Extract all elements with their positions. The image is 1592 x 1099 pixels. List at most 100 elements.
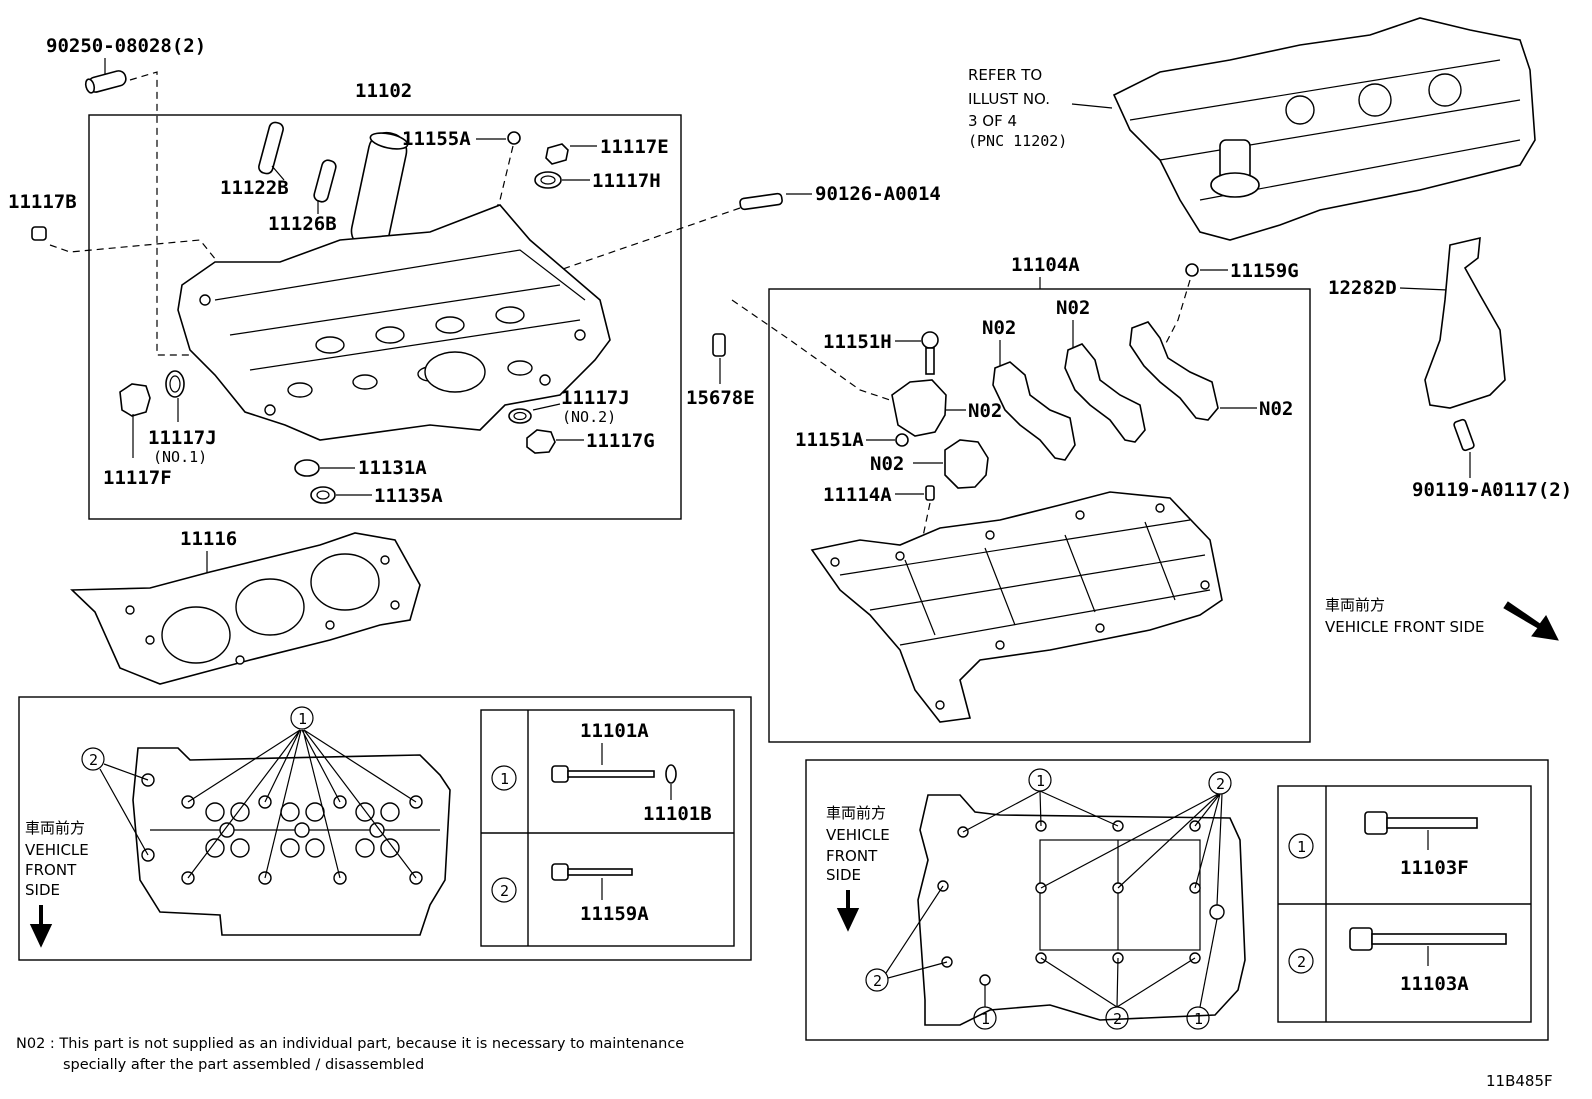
label-90119-A0117: 90119-A0117(2) [1412,479,1572,501]
label-11101A: 11101A [580,720,649,742]
label-11116: 11116 [180,528,237,550]
bracket-12282D-group: 12282D 90119-A0117(2) [1328,236,1572,501]
pin-11151A-drawing [895,433,909,447]
bolt-11159A-head [551,863,569,881]
cam-cap-b [1064,343,1146,443]
housing-bolt-pattern-box: 車両前方 VEHICLE FRONT SIDE 1 2 2 1 2 [805,759,1549,1041]
label-11102: 11102 [355,80,412,102]
cylinder-head-body [177,204,611,441]
housing-top-inner [1039,839,1201,951]
cam-cap-front-lower [944,439,989,489]
diagram-code: 11B485F [1486,1072,1553,1090]
housing-table-row1-callout [1288,833,1314,859]
label-11126B: 11126B [268,213,337,235]
head-bolt-frame [18,696,752,961]
dash-11159G [1164,279,1191,346]
gasket-11117J2-inner [513,411,527,421]
camshaft-housing-rails [839,519,1211,646]
dash-90250 [129,71,190,356]
bolt-11103F-shank [1386,817,1478,829]
camshaft-housing-group: 11104A 11159G N02 N02 N02 N02 N02 11151H… [768,254,1311,743]
head-top-valve-holes [205,802,400,858]
note-n02-line2: specially after the part assembled / dis… [63,1057,424,1073]
housing-bolt-frame [805,759,1549,1041]
direction-vehicle-left: VEHICLE [25,841,89,859]
head-gasket-group: 11116 [70,528,421,685]
dash-90126 [499,207,741,301]
callout-2-leaders [99,763,149,856]
seal-11131A-drawing [294,459,320,477]
cam-cap-a [992,361,1076,461]
callout-2-left-leaders [885,885,948,979]
label-11159A: 11159A [580,903,649,925]
direction-en-right: VEHICLE FRONT SIDE [1325,618,1485,636]
label-n02-a: N02 [982,317,1016,339]
bolt-11103A-shank [1371,933,1507,945]
label-11117J-no1: 11117J [148,427,217,449]
callout-1-top-leaders [962,790,1119,833]
housing-table-row2-text: 2 [1297,953,1306,971]
dash-11117B [49,239,221,266]
label-11117E: 11117E [600,136,669,158]
callout-2-top-leaders [1040,793,1223,906]
dash-15678E [731,299,906,406]
vehicle-front-side-right: 車両前方 VEHICLE FRONT SIDE [1325,596,1559,641]
refer-line2: ILLUST NO. [968,90,1050,108]
washer-11117H-drawing [534,171,562,189]
camshaft-housing-holes [830,503,1210,710]
leader-12282D [1399,287,1449,291]
refer-line1: REFER TO [968,66,1042,84]
label-11151A: 11151A [795,429,864,451]
plug-11117E-drawing [545,143,569,165]
plug-11117B-drawing [31,226,47,241]
camshaft-housing-frame [768,288,1311,743]
direction-front-left: FRONT [25,861,77,879]
part-15678E-group: 15678E [686,299,906,409]
leader-refer [1071,103,1113,109]
pin-11114A-drawing [925,485,935,501]
callout-2-text: 2 [89,751,98,769]
direction-jp-left: 車両前方 [25,819,85,837]
label-11101B: 11101B [643,803,712,825]
sensor-15678E-drawing [712,333,726,357]
housing-table-row2-callout [1288,948,1314,974]
cylinder-head-ribs [214,249,586,371]
cam-cover-port-c [1428,73,1462,107]
callout-2-top-text: 2 [1216,775,1225,793]
label-11159G: 11159G [1230,260,1299,282]
label-11117J-no1-sub: (NO.1) [153,448,207,466]
refer-line4: (PNC 11202) [968,132,1067,150]
label-11155A: 11155A [402,128,471,150]
direction-side-left: SIDE [25,881,60,899]
cam-cover-port-a [1285,95,1315,125]
label-n02-e: N02 [870,453,904,475]
cam-cover-drawing [1112,17,1536,241]
spark-tube-top [369,132,409,150]
camshaft-housing-body [810,491,1223,723]
cam-cap-front-upper [891,379,947,437]
cylinder-head-frame [88,114,682,520]
head-gasket-bores [125,553,400,665]
label-11131A: 11131A [358,457,427,479]
table-row1-callout-text: 1 [500,770,509,788]
dash-11155A [469,145,514,271]
tube-11122B-drawing [258,121,284,175]
bolt-11101A-shank [567,770,655,778]
callout-1-bottom-right-circle [1186,1006,1210,1030]
dowel-pin-end [84,78,96,94]
cylinder-head-group: 90250-08028(2) 11102 11117B 11122B 11126… [8,35,941,520]
bolt-11151H-shank [925,347,935,375]
tube-11126B-drawing [313,159,337,203]
camshaft-housing-crossmembers [904,521,1176,636]
callout-1-bottom-right-text: 1 [1194,1010,1203,1028]
label-11117F: 11117F [103,467,172,489]
label-n02-b: N02 [1056,297,1090,319]
plug-11117G-drawing [526,429,556,454]
callout-1-bottom-left-text: 1 [981,1010,990,1028]
bolt-90119-drawing [1453,418,1475,452]
callout-1-leaders [187,729,417,879]
leader-11122B [271,165,285,181]
label-n02-d: N02 [968,400,1002,422]
label-90250-08028: 90250-08028(2) [46,35,206,57]
